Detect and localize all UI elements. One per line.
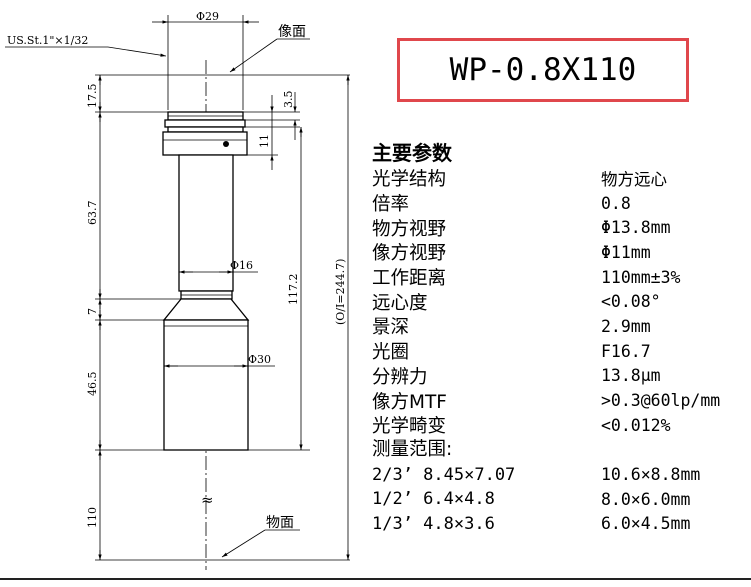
spec-key: 工作距离: [372, 268, 447, 290]
spec-key: 景深: [372, 317, 410, 339]
spec-key: 光圈: [372, 342, 410, 364]
spec-row: 分辨力 13.8μm: [372, 364, 750, 389]
measure-range-label: 测量范围:: [372, 438, 453, 460]
spec-key: 光学结构: [372, 169, 447, 191]
object-plane-label: 物面: [266, 515, 294, 531]
dim-diameter-30: Φ30: [248, 353, 271, 366]
spec-value: <0.08°: [601, 292, 661, 312]
dim-total-oi: (O/I=244.7): [334, 259, 347, 325]
sensor-size: 2/3’ 8.45×7.07: [372, 464, 516, 485]
spec-value: 13.8μm: [601, 366, 661, 386]
thread-note: US.St.1"×1/32: [7, 34, 88, 47]
dim-117-2: 117.2: [287, 274, 300, 306]
spec-value: Φ11mm: [601, 242, 651, 262]
measure-range-row: 1/3’ 4.8×3.6 6.0×4.5mm: [372, 512, 750, 537]
lens-dimension-drawing: Φ29 US.St.1"×1/32 像面 17.5 63.7 7 46.5 11…: [5, 10, 350, 570]
measure-range-row: 2/3’ 8.45×7.07 10.6×8.8mm: [372, 462, 750, 487]
sensor-size: 1/2’ 6.4×4.8: [372, 489, 495, 510]
spec-key: 物方视野: [372, 218, 447, 240]
dim-diameter-29: Φ29: [196, 10, 219, 23]
model-title: WP-0.8X110: [449, 52, 637, 88]
spec-key: 光学畸变: [372, 416, 447, 438]
spec-key: 分辨力: [372, 366, 428, 388]
lens-upper-barrel: [162, 131, 248, 156]
spec-value: 物方远心: [601, 170, 667, 190]
spec-value: Φ13.8mm: [601, 218, 671, 238]
field-size: 6.0×4.5mm: [601, 514, 691, 534]
spec-value: <0.012%: [601, 415, 671, 435]
spec-key: 像方MTF: [372, 391, 447, 413]
spec-rows: 光学结构 物方远心倍率 0.8 物方视野 Φ13.8mm 像方视野 Φ11mm 工作距离 110…: [372, 166, 750, 438]
dim-110: 110: [86, 507, 99, 528]
dim-11: 11: [258, 134, 271, 148]
dim-diameter-16: Φ16: [230, 259, 253, 272]
field-size: 10.6×8.8mm: [601, 465, 701, 485]
image-plane-label: 像面: [278, 24, 306, 40]
measure-range-rows: 2/3’ 8.45×7.07 10.6×8.8mm 1/2’ 6.4×4.8 8.0×…: [372, 462, 750, 536]
spec-key: 远心度: [372, 292, 428, 314]
spec-row: 光圈 F16.7: [372, 339, 750, 364]
dim-3-5: 3.5: [282, 91, 295, 109]
spec-row: 倍率 0.8: [372, 191, 750, 216]
spec-key: 倍率: [372, 194, 410, 216]
spec-row: 光学畸变 <0.012%: [372, 413, 750, 438]
spec-value: >0.3@60lp/mm: [601, 391, 721, 411]
dim-17-5: 17.5: [86, 84, 99, 109]
dim-63-7: 63.7: [86, 201, 99, 226]
dim-46-5: 46.5: [86, 372, 99, 397]
spec-value: 0.8: [601, 193, 631, 213]
spec-row: 物方视野 Φ13.8mm: [372, 215, 750, 240]
spec-value: 110mm±3%: [601, 267, 681, 287]
spec-value: 2.9mm: [601, 316, 651, 336]
dim-7: 7: [86, 308, 99, 315]
break-mark: ≈: [201, 491, 214, 509]
field-size: 8.0×6.0mm: [601, 489, 691, 509]
spec-row: 远心度 <0.08°: [372, 289, 750, 314]
spec-heading: 主要参数: [372, 141, 452, 165]
spec-row: 像方MTF >0.3@60lp/mm: [372, 388, 750, 413]
spec-value: F16.7: [601, 341, 651, 361]
spec-row: 景深 2.9mm: [372, 314, 750, 339]
model-title-box: WP-0.8X110: [397, 38, 689, 102]
measure-range-row: 1/2’ 6.4×4.8 8.0×6.0mm: [372, 487, 750, 512]
bottom-rule: [0, 578, 751, 580]
spec-row: 光学结构 物方远心: [372, 166, 750, 191]
spec-row: 像方视野 Φ11mm: [372, 240, 750, 265]
spec-key: 像方视野: [372, 243, 447, 265]
spec-panel: 主要参数 光学结构 物方远心倍率 0.8 物方视野 Φ13.8mm 像方视野 Φ11mm 工作…: [372, 140, 750, 536]
sensor-size: 1/3’ 4.8×3.6: [372, 513, 495, 534]
spec-row: 工作距离 110mm±3%: [372, 265, 750, 290]
lens-lower-barrel: [163, 319, 249, 451]
